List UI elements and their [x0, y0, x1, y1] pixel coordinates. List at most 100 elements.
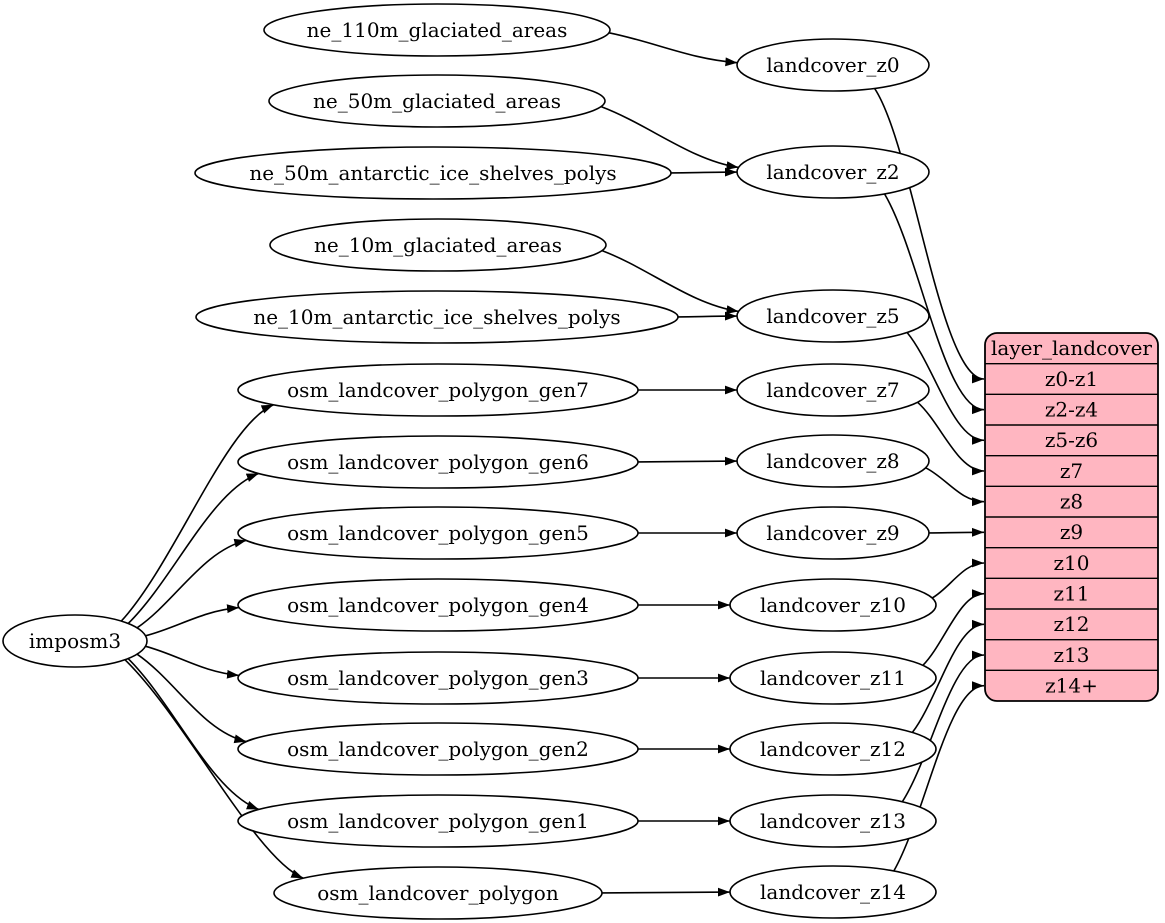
- node-label: landcover_z2: [766, 160, 899, 184]
- node-ellipse: [263, 3, 611, 57]
- node-label: ne_10m_glaciated_areas: [314, 233, 562, 257]
- node-label: imposm3: [29, 629, 121, 653]
- node-ellipse: [273, 866, 603, 920]
- edges-layer: [120, 32, 985, 897]
- table-row: z10: [1054, 551, 1090, 575]
- table-header: layer_landcover: [991, 336, 1152, 360]
- edge-imposm3--osm_landcover_polygon_gen6: [127, 472, 259, 625]
- node-label: landcover_z8: [766, 449, 899, 473]
- table-row-label: z5-z6: [1045, 428, 1098, 452]
- table-row-label: z0-z1: [1045, 367, 1098, 391]
- node-ne_10m_antarctic_ice_shelves_polys: ne_10m_antarctic_ice_shelves_polys: [195, 290, 679, 344]
- table-row-label: z9: [1060, 520, 1083, 544]
- node-ellipse: [237, 578, 639, 632]
- node-ne_10m_glaciated_areas: ne_10m_glaciated_areas: [269, 218, 607, 272]
- node-landcover_z12: landcover_z12: [729, 722, 937, 776]
- node-osm_landcover_polygon_gen5: osm_landcover_polygon_gen5: [237, 506, 639, 560]
- table-row: z0-z1: [1045, 367, 1098, 391]
- node-label: landcover_z11: [760, 666, 906, 690]
- edge-ne_110m_glaciated_areas--landcover_z0: [608, 32, 738, 67]
- node-label: landcover_z12: [760, 737, 906, 761]
- table-row: z12: [1054, 612, 1090, 636]
- node-ne_50m_antarctic_ice_shelves_polys: ne_50m_antarctic_ice_shelves_polys: [194, 146, 672, 200]
- node-label: landcover_z7: [766, 378, 899, 402]
- node-osm_landcover_polygon: osm_landcover_polygon: [273, 866, 603, 920]
- node-label: landcover_z0: [766, 53, 899, 77]
- node-label: osm_landcover_polygon: [317, 881, 559, 905]
- node-ellipse: [729, 865, 937, 919]
- edge-landcover_z2--row-z2-z4: [883, 193, 985, 415]
- node-label: ne_110m_glaciated_areas: [307, 18, 568, 42]
- node-ellipse: [729, 794, 937, 848]
- edge-imposm3--osm_landcover_polygon_gen2: [136, 653, 247, 744]
- edge-imposm3--osm_landcover_polygon_gen7: [120, 404, 274, 622]
- table-row-label: z10: [1054, 551, 1090, 575]
- edge-imposm3--osm_landcover_polygon_gen5: [136, 538, 247, 629]
- table-row: z14+: [1045, 673, 1098, 697]
- node-ellipse: [736, 38, 930, 92]
- edge-landcover_z10--row-z10: [931, 558, 985, 599]
- node-ne_110m_glaciated_areas: ne_110m_glaciated_areas: [263, 3, 611, 57]
- node-label: osm_landcover_polygon_gen6: [287, 450, 589, 474]
- node-ellipse: [237, 506, 639, 560]
- node-label: osm_landcover_polygon_gen4: [287, 593, 589, 617]
- node-ellipse: [237, 651, 639, 705]
- node-label: landcover_z14: [760, 880, 906, 904]
- node-landcover_z8: landcover_z8: [736, 434, 930, 488]
- node-ellipse: [237, 722, 639, 776]
- node-ellipse: [736, 145, 930, 199]
- table-row: z9: [1060, 520, 1083, 544]
- node-label: osm_landcover_polygon_gen7: [287, 378, 589, 402]
- node-label: landcover_z10: [760, 593, 906, 617]
- node-landcover_z2: landcover_z2: [736, 145, 930, 199]
- node-ellipse: [195, 290, 679, 344]
- node-ellipse: [2, 614, 148, 668]
- node-ne_50m_glaciated_areas: ne_50m_glaciated_areas: [268, 74, 606, 128]
- table-row: z13: [1054, 643, 1090, 667]
- node-osm_landcover_polygon_gen1: osm_landcover_polygon_gen1: [237, 794, 639, 848]
- edge-ne_50m_glaciated_areas--landcover_z2: [600, 105, 739, 170]
- edge-imposm3--osm_landcover_polygon: [124, 659, 304, 879]
- edge-landcover_z0--row-z0-z1: [873, 87, 985, 384]
- node-landcover_z11: landcover_z11: [729, 651, 937, 705]
- node-imposm3: imposm3: [2, 614, 148, 668]
- node-landcover_z0: landcover_z0: [736, 38, 930, 92]
- node-label: landcover_z13: [760, 809, 906, 833]
- node-ellipse: [729, 722, 937, 776]
- table-row: z7: [1060, 459, 1083, 483]
- node-ellipse: [269, 218, 607, 272]
- node-landcover_z9: landcover_z9: [736, 506, 930, 560]
- table-row-label: z13: [1054, 643, 1090, 667]
- node-ellipse: [237, 794, 639, 848]
- node-ellipse: [237, 363, 639, 417]
- node-label: osm_landcover_polygon_gen3: [287, 666, 589, 690]
- edge-landcover_z8--row-z8: [925, 467, 985, 507]
- edge-landcover_z12--row-z12: [911, 619, 985, 733]
- table-row-label: z12: [1054, 612, 1090, 636]
- node-landcover_z14: landcover_z14: [729, 865, 937, 919]
- node-osm_landcover_polygon_gen6: osm_landcover_polygon_gen6: [237, 435, 639, 489]
- node-landcover_z7: landcover_z7: [736, 363, 930, 417]
- node-osm_landcover_polygon_gen7: osm_landcover_polygon_gen7: [237, 363, 639, 417]
- edge-landcover_z5--row-z5-z6: [906, 331, 985, 445]
- node-label: osm_landcover_polygon_gen2: [287, 737, 589, 761]
- node-ellipse: [736, 434, 930, 488]
- table-row-label: z2-z4: [1045, 397, 1098, 421]
- edge-imposm3--osm_landcover_polygon_gen4: [145, 604, 240, 637]
- node-label: ne_50m_antarctic_ice_shelves_polys: [249, 161, 616, 185]
- edge-imposm3--osm_landcover_polygon_gen3: [145, 645, 240, 679]
- node-ellipse: [736, 289, 930, 343]
- node-ellipse: [194, 146, 672, 200]
- node-ellipse: [729, 651, 937, 705]
- node-ellipse: [729, 578, 937, 632]
- table-row: z2-z4: [1045, 397, 1098, 421]
- edge-landcover_z11--row-z11: [922, 589, 985, 666]
- node-label: ne_50m_glaciated_areas: [313, 89, 561, 113]
- node-osm_landcover_polygon_gen4: osm_landcover_polygon_gen4: [237, 578, 639, 632]
- node-ellipse: [237, 435, 639, 489]
- table-row: z8: [1060, 489, 1083, 513]
- node-ellipse: [736, 506, 930, 560]
- node-label: landcover_z9: [766, 521, 899, 545]
- node-osm_landcover_polygon_gen2: osm_landcover_polygon_gen2: [237, 722, 639, 776]
